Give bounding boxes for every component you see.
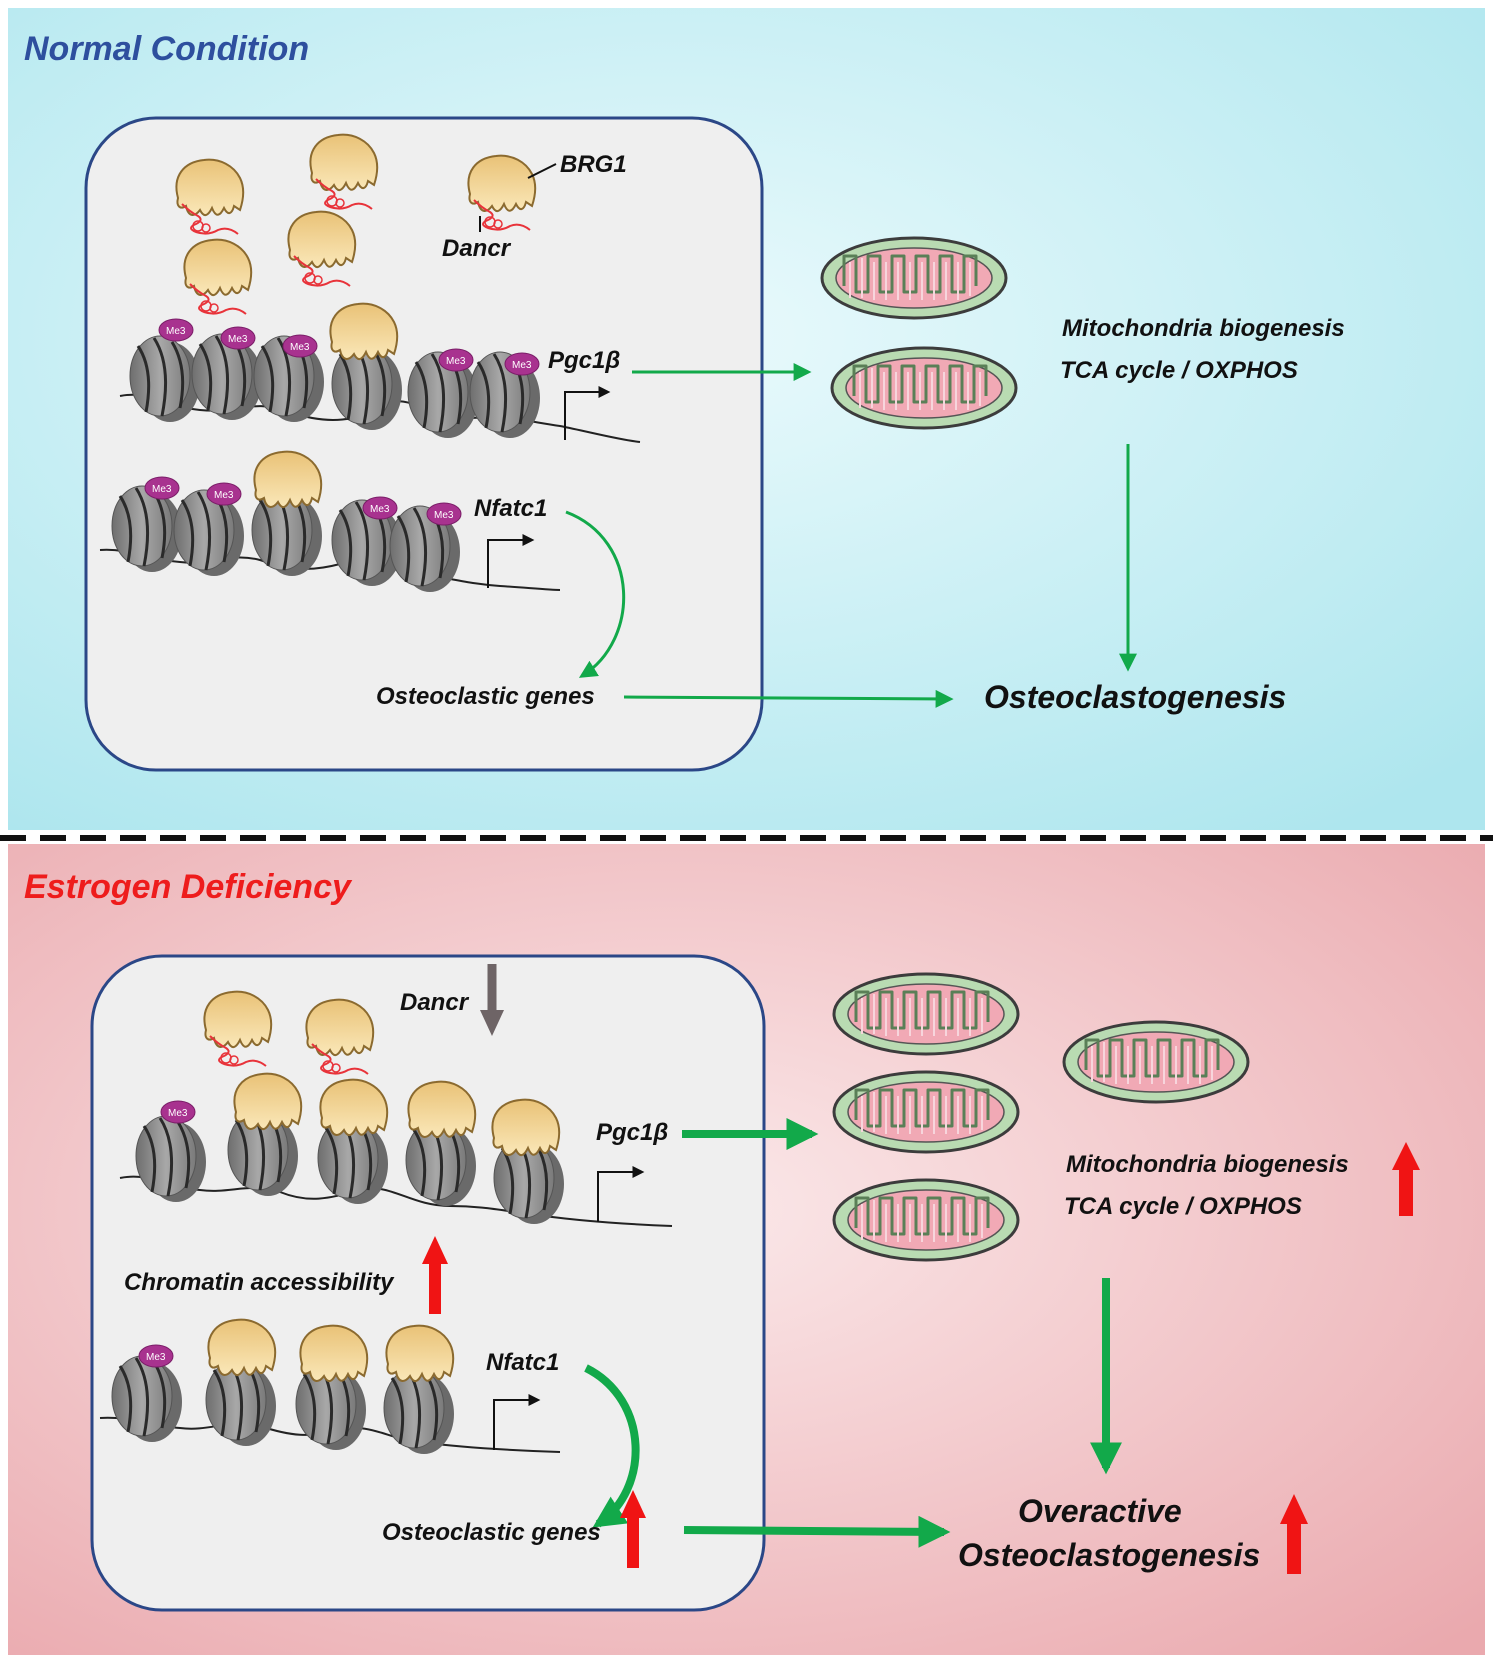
pgc1b-label: Pgc1β <box>548 347 620 374</box>
me3-text: Me3 <box>434 510 454 521</box>
mito-up-arrow-shaft <box>1399 1168 1413 1216</box>
brg1-pointer <box>527 163 557 179</box>
brg1-bound <box>491 1098 561 1157</box>
mito-biogenesis-label: Mitochondria biogenesis <box>1066 1151 1349 1178</box>
outcome-line2: Osteoclastogenesis <box>958 1537 1260 1573</box>
brg1-bound <box>233 1072 303 1131</box>
me3-text: Me3 <box>168 1108 188 1119</box>
nfatc1-label: Nfatc1 <box>486 1349 559 1376</box>
dancr-down-arrow-head <box>480 1010 504 1036</box>
me3-text: Me3 <box>166 326 186 337</box>
genes-to-outcome-arrow <box>683 1515 951 1548</box>
genes-to-outcome-arrow <box>623 689 954 708</box>
nfatc1-to-genes-arrow <box>584 1364 640 1528</box>
chromatin-up-arrow-head <box>422 1236 448 1264</box>
mitochondrion <box>820 236 1008 320</box>
pgc1b-label: Pgc1β <box>596 1119 668 1146</box>
brg1-bound <box>329 302 399 361</box>
me3-text: Me3 <box>228 334 248 345</box>
mitochondrion <box>832 1070 1020 1154</box>
dancr-label: Dancr <box>400 989 470 1016</box>
brg1-bound <box>407 1080 477 1139</box>
dancr-label: Dancr <box>442 235 512 262</box>
brg1-label: BRG1 <box>560 151 627 178</box>
outcome-label: Osteoclastogenesis <box>984 679 1286 715</box>
mitochondrion <box>832 1178 1020 1262</box>
outcome-line1: Overactive <box>1018 1493 1182 1529</box>
tss-arrow <box>564 386 611 440</box>
genes-up-arrow-shaft <box>627 1516 639 1568</box>
me3-text: Me3 <box>370 504 390 515</box>
osteo-genes-label: Osteoclastic genes <box>376 683 595 710</box>
deficiency-title: Estrogen Deficiency <box>24 868 353 906</box>
outcome-up-arrow-shaft <box>1287 1522 1301 1574</box>
brg1-bound <box>319 1078 389 1137</box>
tca-oxphos-label: TCA cycle / OXPHOS <box>1060 357 1298 384</box>
chromatin-accessibility-label: Chromatin accessibility <box>124 1269 395 1296</box>
nfatc1-label: Nfatc1 <box>474 495 547 522</box>
chromatin-up-arrow-shaft <box>429 1262 441 1314</box>
normal-cell <box>84 116 764 772</box>
tca-oxphos-label: TCA cycle / OXPHOS <box>1064 1193 1302 1220</box>
normal-title: Normal Condition <box>24 30 309 68</box>
me3-text: Me3 <box>290 342 310 353</box>
me3-text: Me3 <box>214 490 234 501</box>
tss-arrow <box>487 534 535 588</box>
me3-text: Me3 <box>146 1352 166 1363</box>
me3-text: Me3 <box>446 356 466 367</box>
me3-text: Me3 <box>512 360 532 371</box>
mitochondrion <box>832 972 1020 1056</box>
outcome-up-arrow-head <box>1280 1494 1308 1524</box>
genes-up-arrow-head <box>620 1490 646 1518</box>
brg1-bound <box>207 1318 277 1377</box>
mitochondrion <box>1062 1020 1250 1104</box>
brg1-bound <box>253 450 323 509</box>
mito-up-arrow-head <box>1392 1142 1420 1170</box>
brg1-bound <box>299 1324 369 1383</box>
me3-text: Me3 <box>152 484 172 495</box>
mito-biogenesis-label: Mitochondria biogenesis <box>1062 315 1345 342</box>
mitochondrion <box>830 346 1018 430</box>
osteo-genes-label: Osteoclastic genes <box>382 1519 601 1546</box>
brg1-bound <box>385 1324 455 1383</box>
nfatc1-to-genes-arrow <box>565 510 625 678</box>
tss-arrow <box>597 1166 645 1222</box>
tss-arrow <box>493 1394 541 1450</box>
